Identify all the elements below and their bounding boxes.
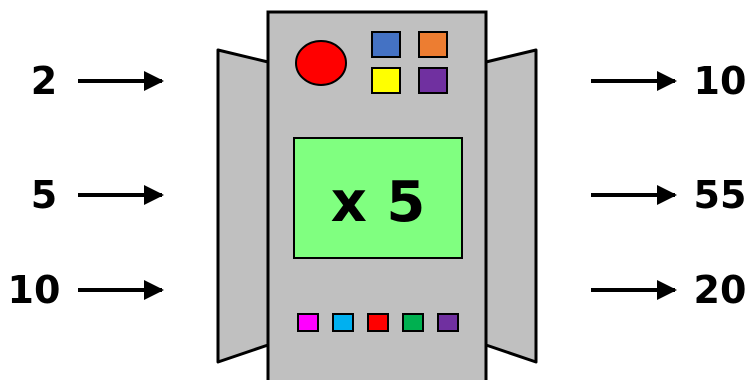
output-value: 20 (694, 268, 747, 312)
input-value: 2 (31, 59, 57, 103)
input-value: 10 (8, 268, 61, 312)
input-funnel (218, 50, 268, 362)
output-value: 10 (694, 59, 747, 103)
bottom-button-green (403, 314, 423, 331)
bottom-button-magenta (298, 314, 318, 331)
top-button-purple (419, 68, 447, 93)
bottom-button-cyan (333, 314, 353, 331)
output-funnel (486, 50, 536, 362)
top-button-orange (419, 32, 447, 57)
top-button-blue (372, 32, 400, 57)
top-button-yellow (372, 68, 400, 93)
input-value: 5 (31, 173, 57, 217)
bottom-button-violet (438, 314, 458, 331)
indicator-light (296, 41, 346, 85)
output-value: 55 (694, 173, 747, 217)
operation-label: x 5 (331, 170, 426, 235)
bottom-button-red (368, 314, 388, 331)
